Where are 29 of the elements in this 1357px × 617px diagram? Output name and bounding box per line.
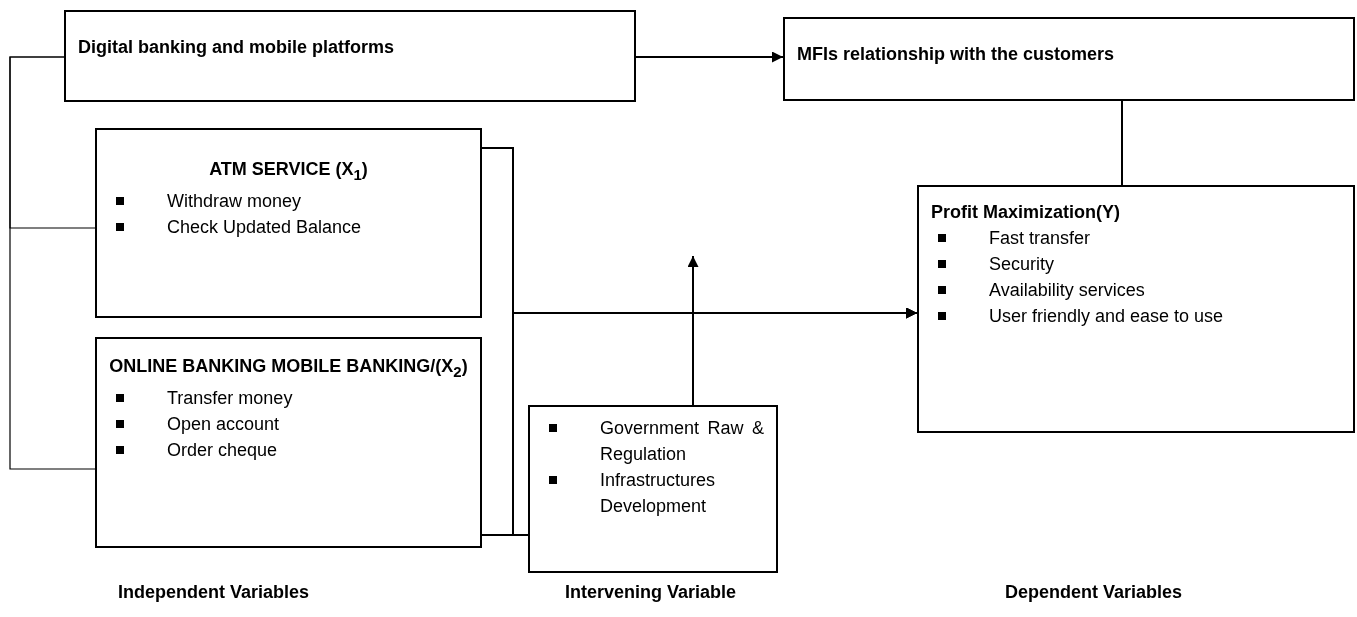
concept-box: [783, 17, 1355, 101]
bullet-text: Availability services: [989, 280, 1145, 300]
box-heading: MFIs relationship with the customers: [797, 43, 1116, 66]
bullet-text: Transfer money: [167, 387, 293, 408]
column-label: Intervening Variable: [565, 582, 737, 603]
variable-box: [95, 337, 482, 548]
variable-box: [528, 405, 778, 573]
box-heading: ONLINE BANKING MOBILE BANKING/(X$_{2}$): [109, 355, 468, 382]
bullet-text: Government Raw & Regulation: [600, 417, 764, 466]
bullet-text: User friendly and ease to use: [989, 306, 1224, 326]
bullet-text: Infrastructures Development: [600, 469, 717, 518]
bullet-text: Order cheque: [167, 439, 278, 460]
bullet-text: Withdraw money: [167, 190, 302, 211]
bullet-text: Security: [989, 254, 1055, 274]
bullet-text: Fast transfer: [989, 228, 1091, 248]
variable-box: [917, 185, 1355, 433]
bullet-text: Open account: [167, 413, 280, 434]
connector-line: [1121, 100, 1123, 186]
column-label: Dependent Variables: [1005, 582, 1183, 603]
box-heading: ATM SERVICE (X$_{1}$): [208, 158, 369, 185]
concept-box: [64, 10, 636, 102]
bullet-text: Check Updated Balance: [167, 216, 362, 237]
arrow: [687, 255, 699, 406]
box-heading: Profit Maximization(Y): [931, 201, 1121, 224]
box-heading: Digital banking and mobile platforms: [78, 36, 396, 59]
column-label: Independent Variables: [118, 582, 310, 603]
arrow: [635, 51, 784, 63]
connector-line: [9, 56, 96, 470]
variable-box: [95, 128, 482, 318]
